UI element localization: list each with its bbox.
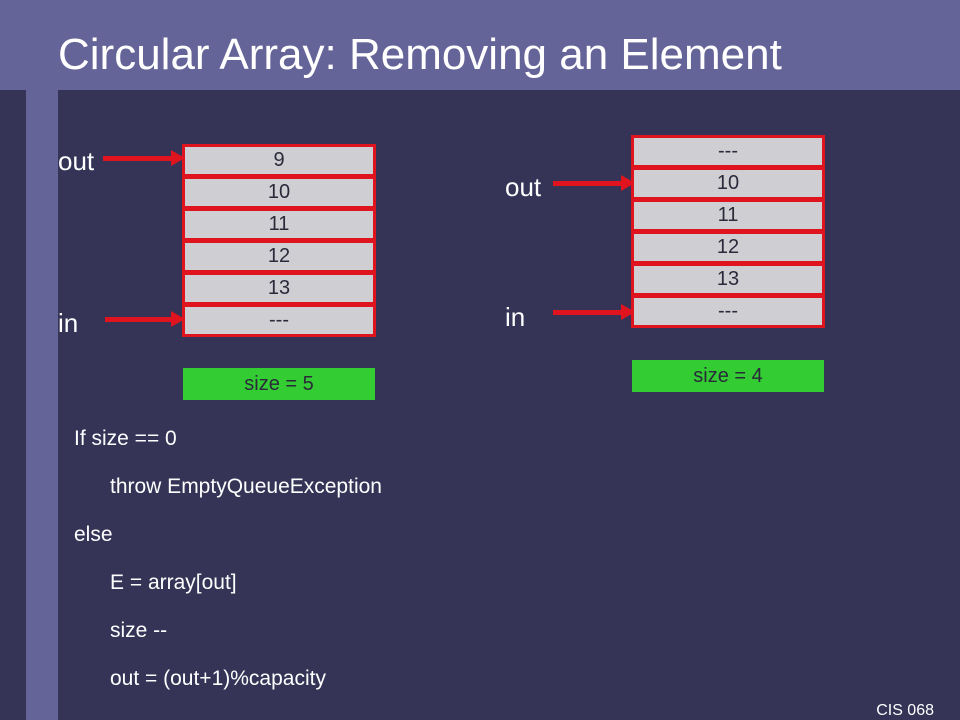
code-line: E = array[out] <box>110 571 237 594</box>
array-cell-0: 9 <box>182 144 376 177</box>
right-size-box: size = 4 <box>632 360 824 392</box>
array-cell-4: 13 <box>182 272 376 305</box>
array-cell-1: 10 <box>631 167 825 200</box>
array-cell-4: 13 <box>631 263 825 296</box>
left-size-box: size = 5 <box>183 368 375 400</box>
code-line: If size == 0 <box>74 427 177 450</box>
array-cell-1: 10 <box>182 176 376 209</box>
code-line: out = (out+1)%capacity <box>110 667 326 690</box>
left-out-label: out <box>58 146 95 176</box>
array-cell-5: --- <box>182 304 376 337</box>
code-line: else <box>74 523 113 546</box>
right-array: --- 10 11 12 13 --- <box>631 135 825 328</box>
left-array: 9 10 11 12 13 --- <box>182 144 376 337</box>
left-in-arrow <box>105 311 185 327</box>
right-in-label: in <box>505 302 526 332</box>
right-in-arrow <box>553 304 635 320</box>
footer-course-label: CIS 068 <box>876 702 934 719</box>
right-out-label: out <box>505 172 542 202</box>
array-cell-3: 12 <box>182 240 376 273</box>
left-out-arrow <box>103 150 185 166</box>
slide-title: Circular Array: Removing an Element <box>58 30 782 79</box>
array-cell-2: 11 <box>182 208 376 241</box>
title-band <box>0 0 960 90</box>
side-bar <box>26 90 58 720</box>
array-cell-5: --- <box>631 295 825 328</box>
array-cell-0: --- <box>631 135 825 168</box>
code-line: throw EmptyQueueException <box>110 475 382 498</box>
array-cell-3: 12 <box>631 231 825 264</box>
code-line: size -- <box>110 619 168 642</box>
right-out-arrow <box>553 175 635 191</box>
pseudocode-block: If size == 0 throw EmptyQueueException e… <box>74 424 534 712</box>
array-cell-2: 11 <box>631 199 825 232</box>
left-in-label: in <box>58 308 79 338</box>
